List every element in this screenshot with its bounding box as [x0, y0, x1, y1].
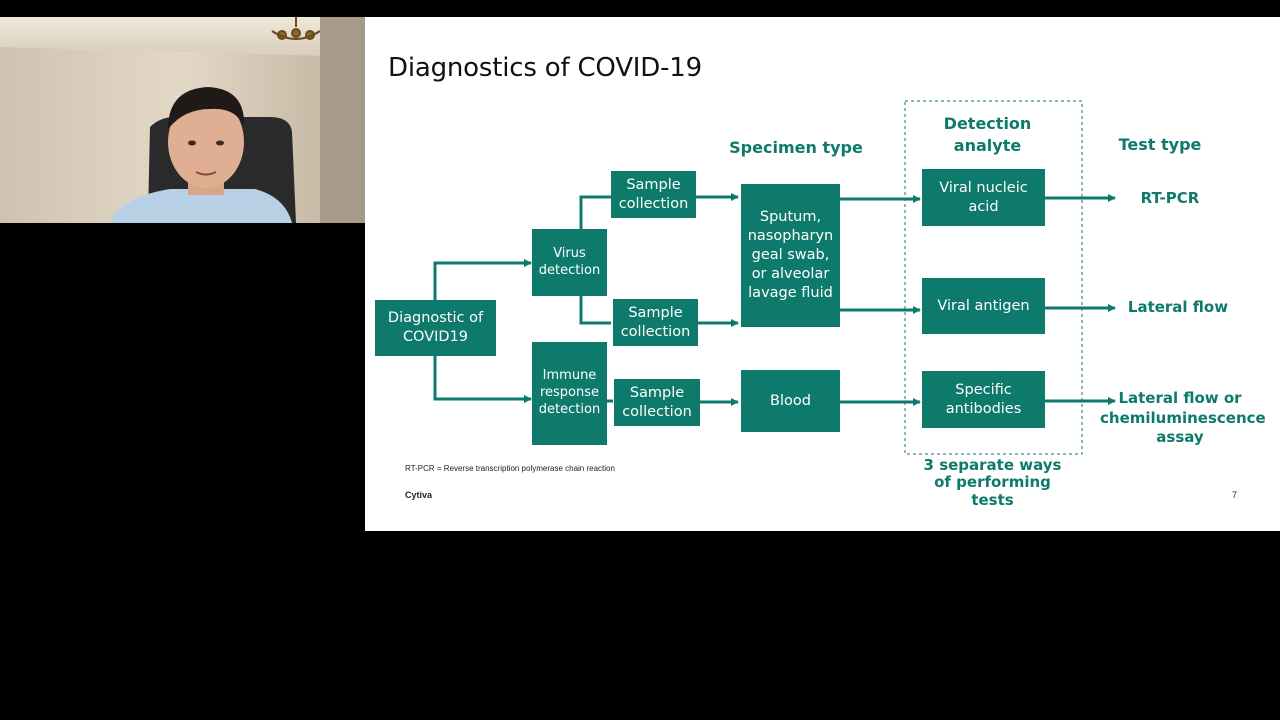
- slide-title: Diagnostics of COVID-19: [388, 53, 702, 83]
- box-specimen-respiratory: Sputum, nasopharyn geal swab, or alveola…: [741, 184, 840, 327]
- flow-connectors: [433, 100, 1116, 455]
- test-type-lateral-flow: Lateral flow: [1127, 298, 1229, 316]
- presentation-slide: Diagnostics of COVID-19 Specimen type De…: [365, 17, 1280, 531]
- heading-specimen-type: Specimen type: [729, 138, 863, 157]
- box-specific-antibodies: Specific antibodies: [922, 371, 1045, 428]
- box-immune-response-detection: Immune response detection: [532, 342, 607, 445]
- test-type-rt-pcr: RT-PCR: [1140, 189, 1200, 207]
- box-virus-detection: Virus detection: [532, 229, 607, 296]
- three-ways-dashed-frame: [904, 100, 1083, 455]
- test-type-lateral-flow-or-chemiluminescence: Lateral flow or chemiluminescence assay: [1100, 389, 1266, 446]
- heading-detection-analyte: Detection analyte: [943, 114, 1032, 156]
- three-ways-caption: 3 separate ways of performing tests: [923, 456, 1062, 509]
- box-viral-nucleic-acid: Viral nucleic acid: [922, 169, 1045, 226]
- slide-page-number: 7: [1232, 490, 1238, 500]
- presenter-video-image: [0, 17, 365, 223]
- box-sample-collection-3: Sample collection: [614, 379, 700, 426]
- box-sample-collection-2: Sample collection: [613, 299, 698, 346]
- box-sample-collection-1: Sample collection: [611, 171, 696, 218]
- cytiva-logo: Cytiva: [405, 490, 433, 500]
- box-diagnostic-covid19: Diagnostic of COVID19: [375, 300, 496, 356]
- heading-test-type: Test type: [1118, 135, 1202, 154]
- webcam-video-feed: [0, 17, 365, 223]
- box-specimen-blood: Blood: [741, 370, 840, 432]
- box-viral-antigen: Viral antigen: [922, 278, 1045, 334]
- footnote-rt-pcr: RT-PCR = Reverse transcription polymeras…: [405, 464, 615, 473]
